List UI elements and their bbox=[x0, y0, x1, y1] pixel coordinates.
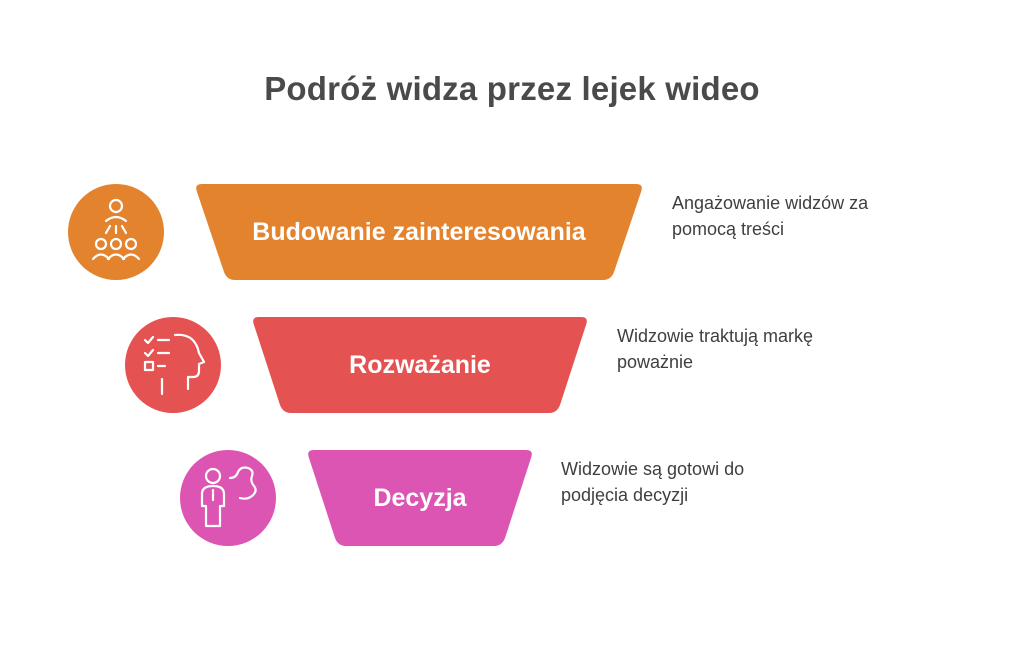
stage-2-label: Rozważanie bbox=[349, 350, 491, 379]
stage-3-description: Widzowie są gotowi do podjęcia decyzji bbox=[561, 459, 745, 505]
stage-2-description: Widzowie traktują markę poważnie bbox=[617, 326, 814, 372]
stage-3-label: Decyzja bbox=[373, 483, 467, 512]
audience-icon bbox=[68, 184, 164, 280]
stage-2-icon-circle bbox=[125, 317, 221, 413]
diagram-title: Podróż widza przez lejek wideo bbox=[264, 70, 760, 107]
stage-1-icon-circle bbox=[68, 184, 164, 280]
stage-3-icon-circle bbox=[180, 450, 276, 546]
stage-1-description: Angażowanie widzów za pomocą treści bbox=[672, 193, 869, 239]
stage-1-label: Budowanie zainteresowania bbox=[252, 217, 586, 246]
stage-3-band: Decyzja bbox=[306, 450, 534, 546]
decision-person-icon bbox=[180, 450, 276, 546]
stage-2-band: Rozważanie bbox=[251, 317, 589, 413]
stage-1-band: Budowanie zainteresowania bbox=[194, 184, 644, 280]
checklist-head-icon bbox=[125, 317, 221, 413]
